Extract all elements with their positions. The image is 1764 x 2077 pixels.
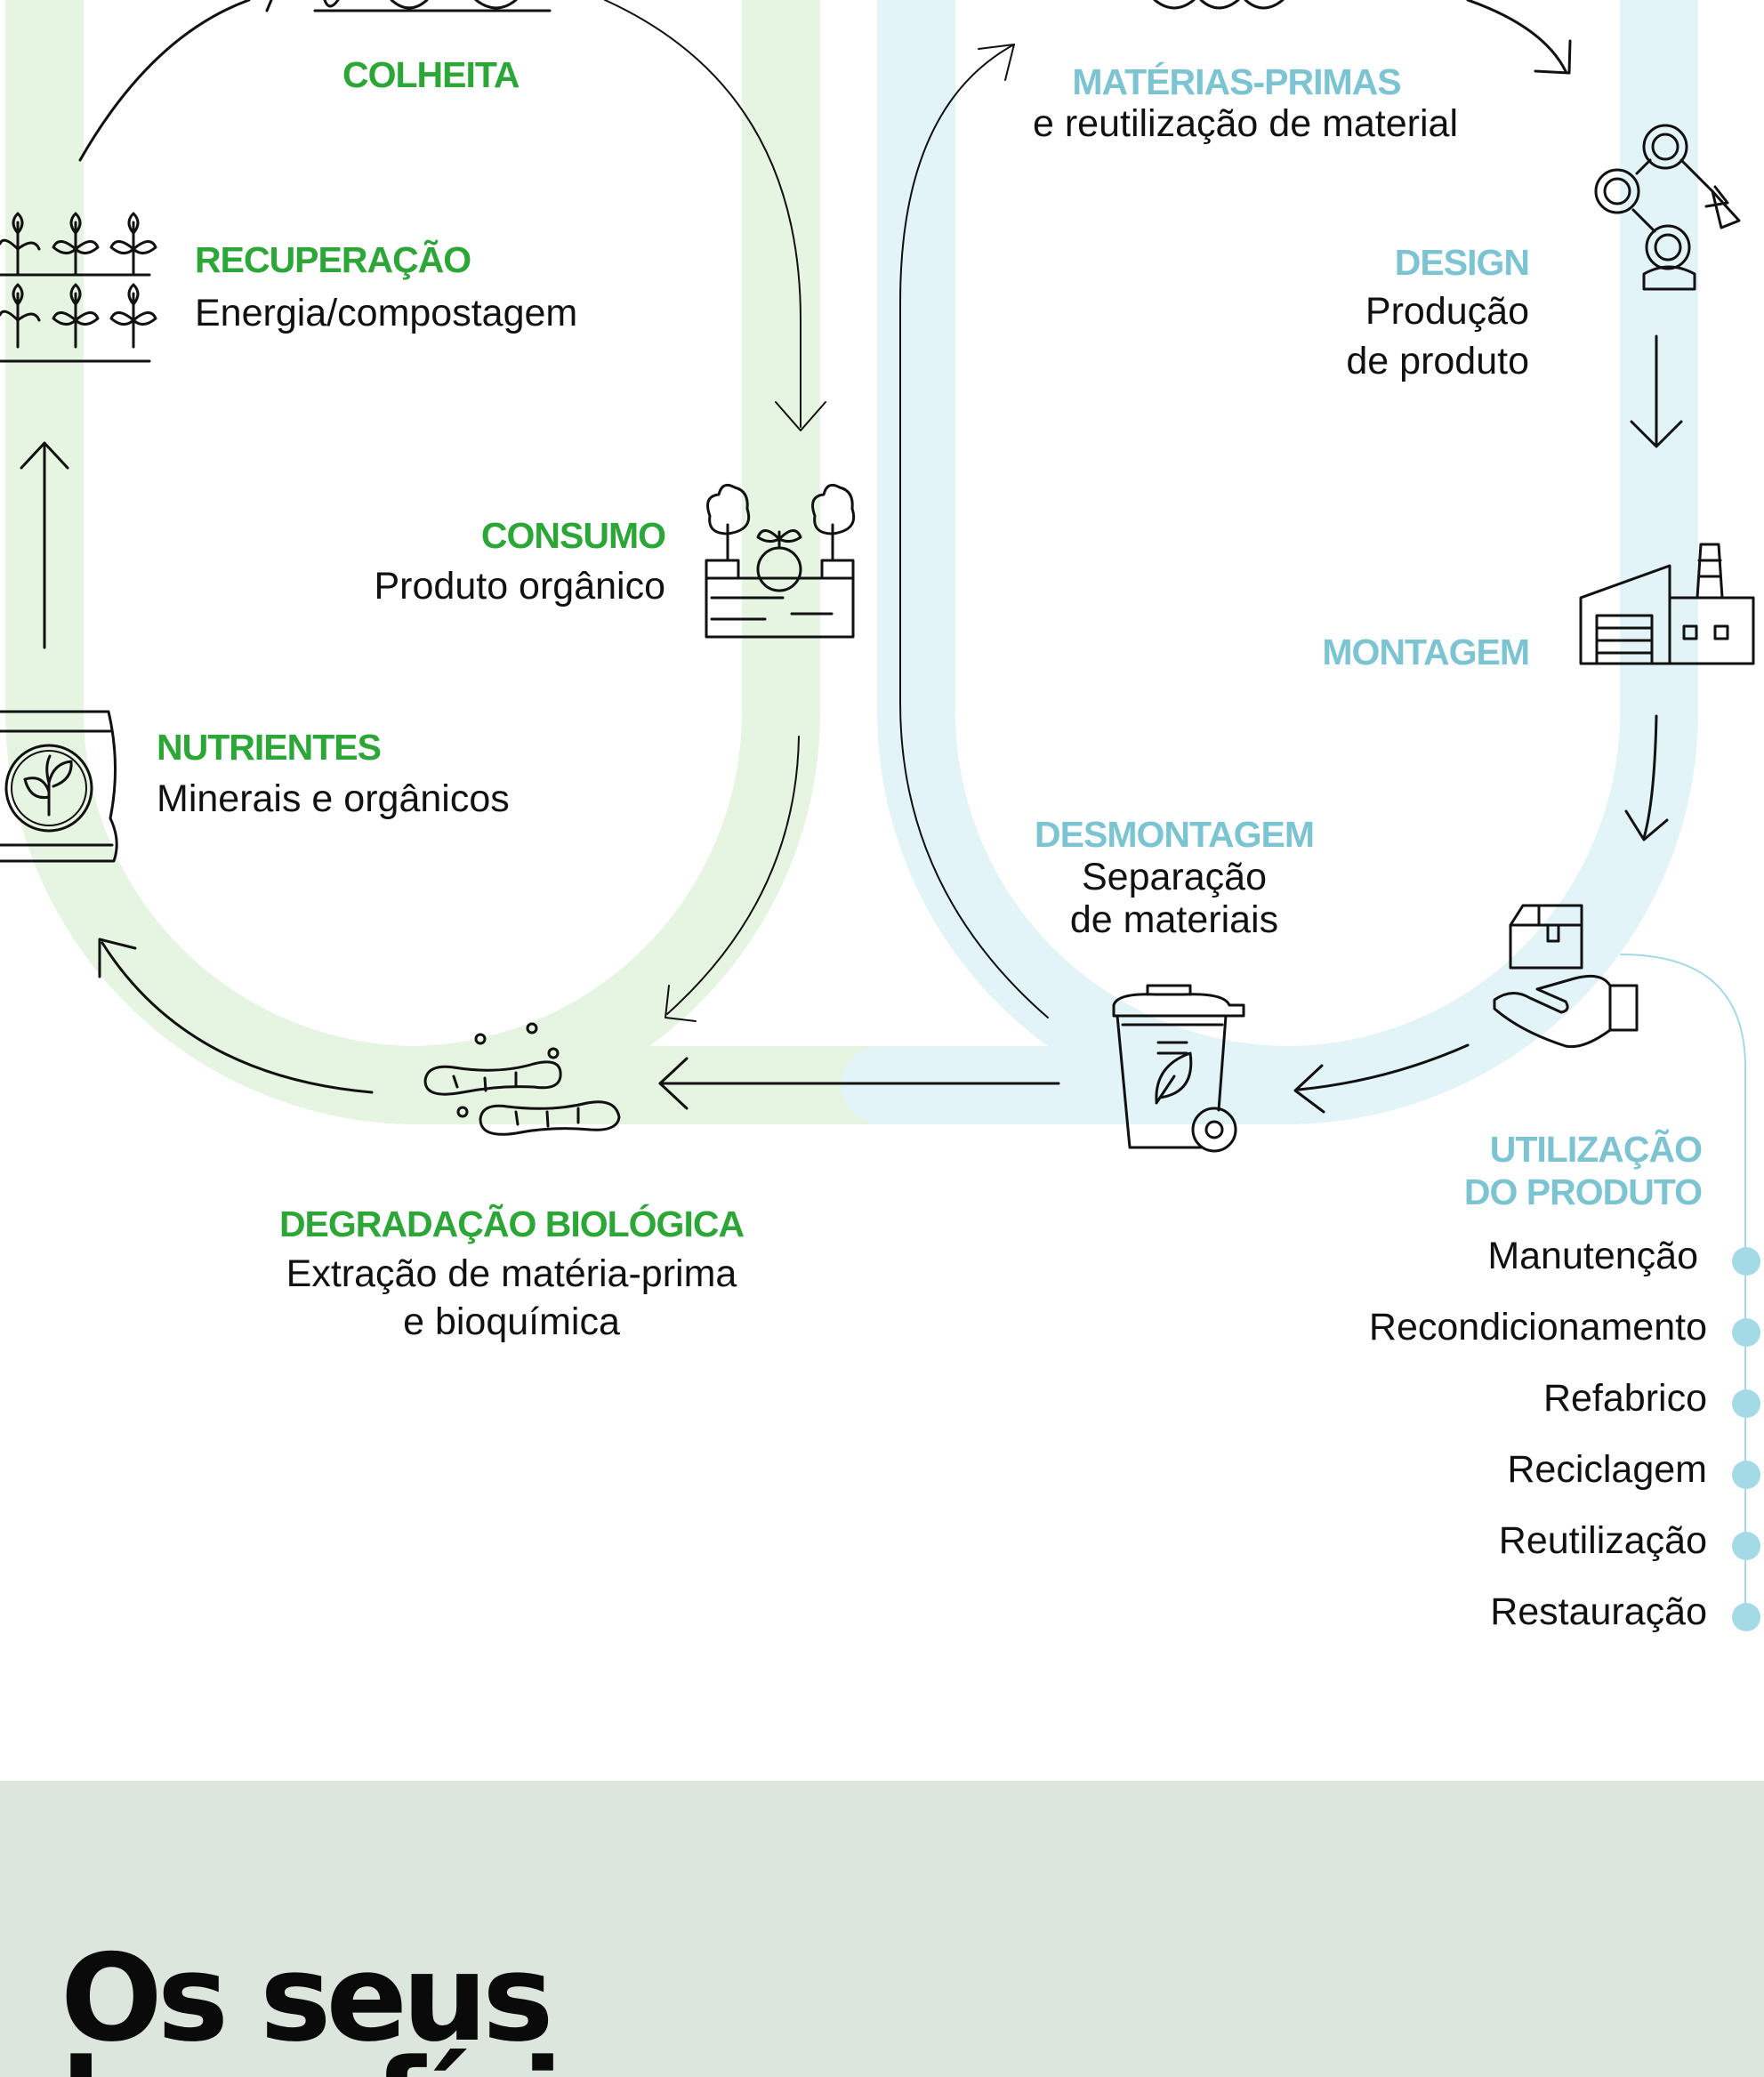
arrow-raw-materials-to-design [1466,0,1567,73]
arrow-consumption-to-degradation [666,736,800,1015]
consumption-description: Produto orgânico [374,565,666,608]
recovery-description: Energia/compostagem [195,292,578,334]
product-use-option: Refabrico [1542,1377,1707,1420]
design-title: DESIGN [1394,242,1530,283]
option-bullet [1732,1389,1760,1418]
sprout-icon [0,212,157,277]
arrow-head [658,1057,689,1110]
material-coils-icon [1153,0,1285,10]
arrow-degradation-to-nutrients [101,941,374,1094]
biological-cycle-arrows [20,0,826,1094]
worms-icon [423,1022,621,1136]
hand-with-box-icon [1493,904,1639,1049]
arrow-use-to-disassembly [1297,1043,1470,1091]
arrow-disassembly-to-raw-materials [899,44,1049,1018]
recovery-title: RECUPERAÇÃO [195,239,471,280]
design-description-line1: Produção [1365,290,1529,333]
plant-rows-icon [0,212,157,363]
arrow-head [1293,1064,1325,1114]
product-use-title-line1: UTILIZAÇÃO [1489,1129,1703,1170]
arrow-harvest-to-consumption [604,0,801,428]
arrow-head [1624,809,1669,841]
option-bullet [1732,1461,1760,1489]
raw-materials-title: MATÉRIAS-PRIMAS [1072,61,1401,102]
option-bullet [1732,1247,1760,1276]
arrow-head [775,401,826,431]
raw-materials-description: e reutilização de material [1032,102,1459,145]
assembly-title: MONTAGEM [1322,632,1530,672]
consumption-title: CONSUMO [480,515,666,556]
arrow-head [665,985,697,1022]
product-use-option: Manutenção [1487,1235,1698,1277]
fertilizer-bag-icon [0,710,118,863]
degradation-title: DEGRADAÇÃO BIOLÓGICA [278,1204,745,1244]
arrow-head [98,938,137,978]
design-description-line2: de produto [1346,340,1529,382]
product-use-title-line2: DO PRODUTO [1463,1171,1703,1212]
nutrients-title: NUTRIENTES [157,727,382,768]
benefits-section: Os seus benefícios [0,1781,1764,2077]
product-use-connector [1620,954,1746,1615]
product-use-option: Reutilização [1498,1519,1707,1562]
circular-economy-diagram: COLHEITA RECUPERAÇÃO Energia/compostagem… [0,0,1760,1633]
arrow-assembly-to-use [1642,714,1658,840]
technical-cycle-arrows [658,0,1746,1615]
disassembly-description-line2: de materiais [1069,898,1279,941]
disassembly-description-line1: Separação [1082,856,1267,898]
robotic-arm-icon [1594,124,1741,291]
recycle-bin-icon [1112,984,1245,1153]
harvest-vegetables-icon [265,0,552,12]
option-bullet [1732,1318,1760,1347]
option-bullet [1732,1603,1760,1631]
product-use-option: Reciclagem [1507,1448,1707,1491]
arrow-head [20,441,69,470]
degradation-description-line1: Extração de matéria-prima [286,1252,737,1295]
sprout-icon [0,283,157,349]
arrow-head [1630,420,1683,448]
nutrients-description: Minerais e orgânicos [157,777,510,820]
arrow-head [1534,39,1572,75]
product-use-option: Recondicionamento [1368,1306,1707,1348]
harvest-title: COLHEITA [342,54,520,95]
biological-cycle-track [5,0,920,1124]
product-use-option: Restauração [1490,1590,1707,1633]
section-title: Os seus benefícios [60,1928,706,2077]
arrow-harvest-to-recovery [78,0,251,162]
option-bullet [1732,1532,1760,1560]
degradation-description-line2: e bioquímica [403,1300,620,1343]
cycle-graphics [0,0,1755,1615]
arrow-head [978,44,1015,81]
technical-cycle-track [842,0,1698,1124]
disassembly-title: DESMONTAGEM [1035,814,1315,855]
factory-icon [1579,543,1755,665]
vegetable-crate-icon [705,483,856,639]
